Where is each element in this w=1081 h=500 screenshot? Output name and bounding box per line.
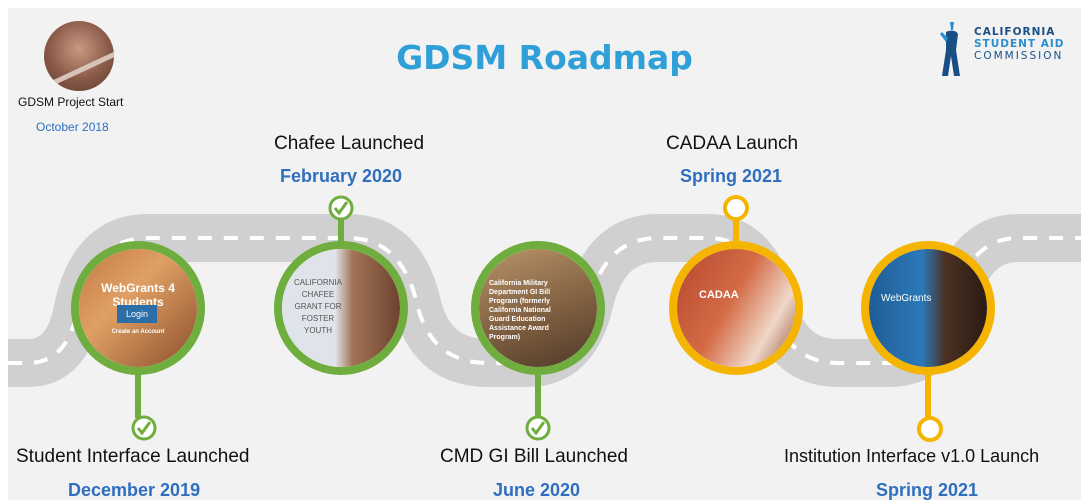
milestone-5-image: WebGrants: [869, 249, 987, 367]
milestone-1-image: WebGrants 4 Students Login Create an Acc…: [79, 249, 197, 367]
milestone-3-image: California Military Department GI Bill P…: [479, 249, 597, 367]
milestone-1-date: December 2019: [68, 480, 201, 500]
project-start-name: GDSM Project Start: [18, 95, 124, 109]
milestone-4-image-caption: CADAA: [699, 289, 739, 301]
roadmap-slide: WebGrants 4 Students Login Create an Acc…: [8, 8, 1081, 500]
project-start-photo: [44, 21, 114, 91]
page-title: GDSM Roadmap: [396, 38, 693, 77]
milestone-1-name: Student Interface Launched: [16, 446, 250, 467]
logo-line-2: STUDENT AID: [974, 38, 1065, 50]
project-start-date: October 2018: [36, 120, 109, 134]
logo-line-1: CALIFORNIA: [974, 26, 1056, 38]
milestone-2-image: CALIFORNIA CHAFEE GRANT FOR FOSTER YOUTH: [282, 249, 400, 367]
milestone-4-name: CADAA Launch: [666, 133, 799, 154]
milestone-5-image-caption: WebGrants: [881, 293, 932, 304]
milestone-2-image-caption: CALIFORNIA CHAFEE GRANT FOR FOSTER YOUTH: [293, 278, 342, 335]
milestone-4-image: CADAA: [677, 249, 795, 367]
logo-line-3: COMMISSION: [974, 50, 1064, 62]
milestone-3-image-caption: California Military Department GI Bill P…: [489, 280, 551, 341]
milestone-4-date: Spring 2021: [680, 166, 783, 186]
milestone-5-name: Institution Interface v1.0 Launch: [784, 446, 1040, 466]
milestone-3-date: June 2020: [493, 480, 581, 500]
milestone-1-image-sub: Create an Account: [111, 329, 165, 335]
milestone-1-image-button: Login: [117, 305, 157, 323]
milestone-5-date: Spring 2021: [876, 480, 979, 500]
torch-figure-icon: [940, 22, 960, 76]
logo-text: CALIFORNIA STUDENT AID COMMISSION: [974, 26, 1065, 62]
milestone-2-name: Chafee Launched: [274, 133, 425, 154]
milestone-3-name: CMD GI Bill Launched: [440, 446, 628, 467]
milestone-2-date: February 2020: [280, 166, 403, 186]
csac-logo: CALIFORNIA STUDENT AID COMMISSION: [936, 20, 1081, 82]
